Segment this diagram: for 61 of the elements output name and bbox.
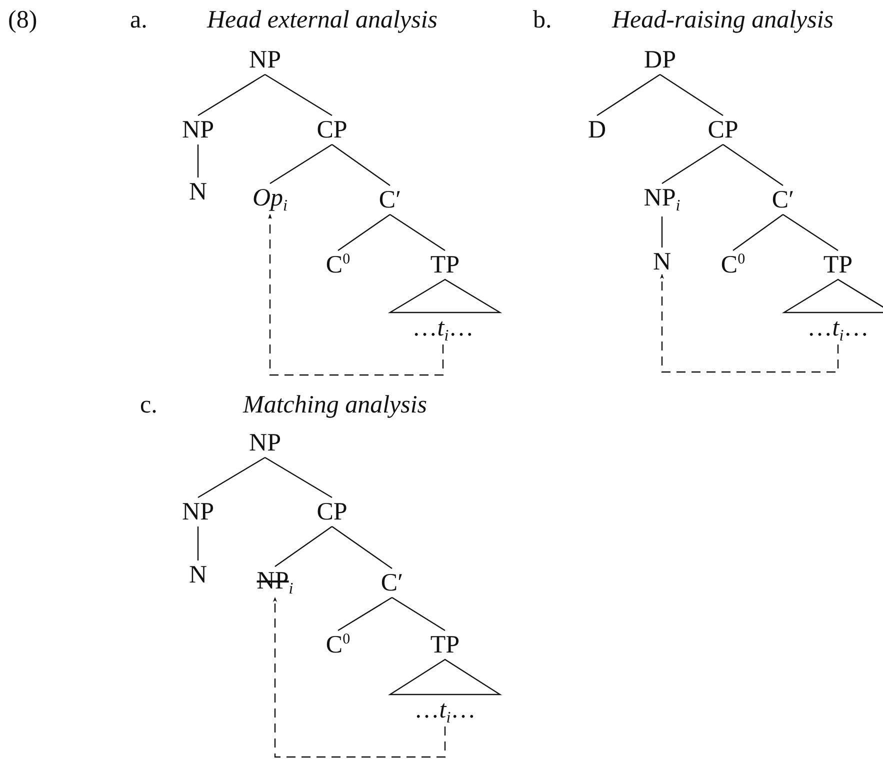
tree-branch	[338, 214, 390, 251]
tree-node-label: …t$_{i}$…	[413, 698, 477, 726]
tree-node-label: DP	[643, 48, 677, 72]
tree-branch	[264, 456, 332, 498]
analysis-title: Matching analysis	[243, 391, 428, 419]
tree-node-label: NP	[181, 118, 215, 142]
tree-branch	[197, 144, 199, 178]
tree-node-label: N	[652, 250, 672, 274]
tree-branch	[197, 526, 199, 560]
tree-node-label: C$^{0}$	[324, 252, 352, 278]
tree-node-label: NP	[181, 500, 215, 524]
tree-branch	[660, 74, 724, 116]
tree-branch	[338, 596, 392, 632]
item-letter: c.	[140, 391, 158, 419]
tree-node-label: C′	[380, 570, 404, 596]
tree-node-label: NP	[248, 48, 282, 72]
tree-node-label: …t$_{i}$…	[806, 316, 870, 344]
tree-node-label: TP	[429, 632, 461, 658]
tree-node-label: C$^{0}$	[324, 632, 352, 658]
example-number: (8)	[8, 6, 38, 34]
tree-node-label: N	[188, 562, 208, 588]
tree-branch	[274, 526, 332, 567]
tree-branch	[198, 456, 266, 498]
tree-branch	[392, 597, 446, 631]
item-letter: b.	[533, 6, 552, 34]
tree-node-label: C′	[770, 188, 796, 212]
tree-node-label: C′	[378, 188, 402, 212]
tree-node-label: CP	[706, 118, 740, 142]
tree-node-label: NP	[248, 430, 282, 456]
analysis-title: Head external analysis	[207, 6, 438, 34]
tree-node-label: NP$_{i}$	[642, 186, 682, 214]
tree-branch	[661, 216, 663, 248]
tree-node-label: Op$_{i}$	[252, 186, 288, 214]
tree-branch	[596, 74, 660, 116]
tree-node-label: TP	[429, 252, 461, 278]
tree-branch	[722, 144, 784, 186]
triangle-roof	[388, 658, 502, 696]
tree-node-label: …t$_{i}$…	[411, 316, 475, 344]
tree-node-label: CP	[316, 118, 348, 142]
tree-branch	[264, 74, 332, 116]
tree-branch	[332, 526, 392, 569]
tree-node-label: NP$_{i}$	[256, 568, 294, 598]
tree-branch	[198, 74, 266, 116]
movement-arrow	[268, 214, 444, 376]
tree-branch	[732, 214, 784, 251]
tree-branch	[390, 214, 446, 251]
triangle-roof	[782, 278, 883, 314]
movement-arrow	[273, 597, 446, 758]
tree-node-label: CP	[316, 500, 348, 524]
item-letter: a.	[130, 6, 148, 34]
tree-branch	[662, 144, 724, 184]
tree-branch	[332, 144, 390, 186]
tree-node-label: N	[188, 180, 208, 204]
tree-node-label: TP	[822, 252, 854, 278]
triangle-roof	[388, 278, 502, 314]
tree-branch	[270, 144, 332, 184]
tree-node-label: C$^{0}$	[720, 252, 746, 278]
tree-node-label: D	[586, 118, 608, 142]
tree-branch	[782, 214, 838, 251]
movement-arrow	[660, 274, 839, 373]
analysis-title: Head-raising analysis	[612, 6, 834, 34]
